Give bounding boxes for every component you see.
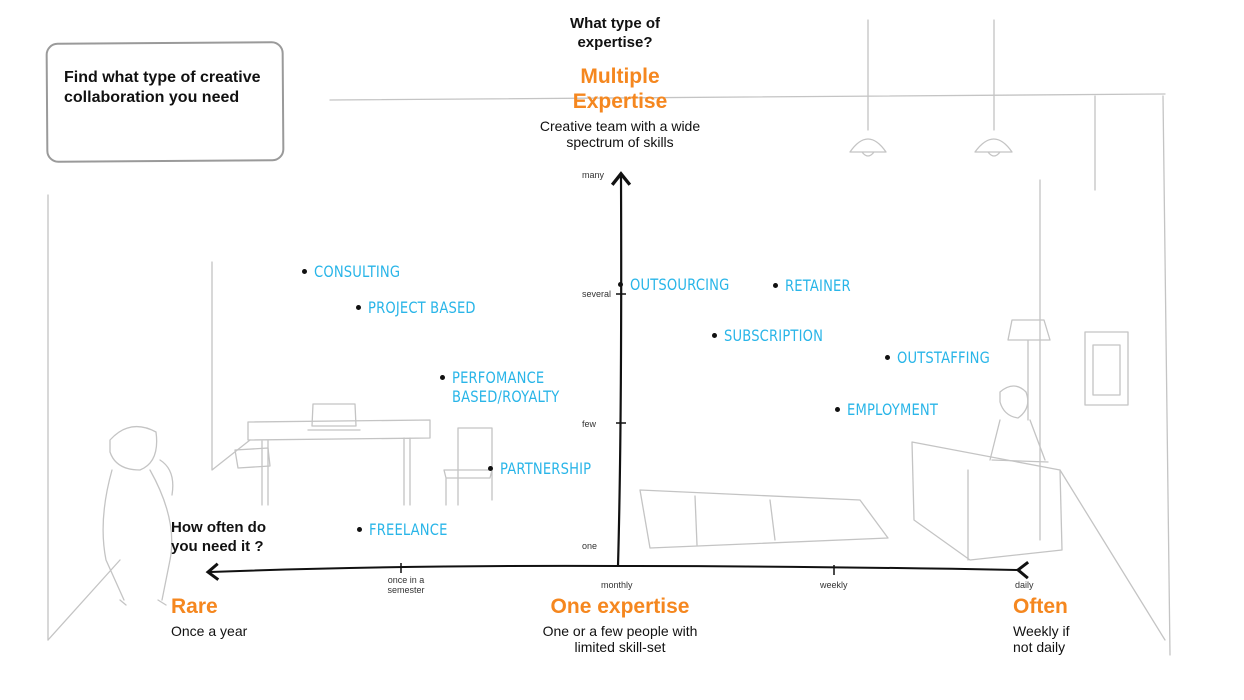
rug bbox=[639, 489, 889, 549]
point-outsourcing: OUTSOURCING bbox=[618, 275, 751, 294]
point-marker bbox=[618, 282, 623, 287]
point-label: PROJECT BASED bbox=[368, 298, 476, 317]
y-tick-label-several: several bbox=[582, 289, 612, 299]
x-tick-label-daily: daily bbox=[1015, 580, 1034, 590]
right-person bbox=[989, 385, 1049, 463]
x-axis-left-desc: Once a year bbox=[171, 623, 248, 639]
point-consulting: CONSULTING bbox=[302, 262, 419, 281]
x-tick-label-monthly: monthly bbox=[601, 580, 633, 590]
point-subscription: SUBSCRIPTION bbox=[712, 326, 845, 345]
left-chair bbox=[443, 427, 493, 506]
left-person bbox=[102, 425, 174, 606]
x-axis-left-title: Rare bbox=[171, 595, 218, 618]
x-axis-right-desc: Weekly if not daily bbox=[1013, 623, 1070, 655]
y-tick-label-one: one bbox=[582, 541, 598, 551]
point-label: CONSULTING bbox=[314, 262, 401, 281]
point-label: PERFOMANCE BASED/ROYALTY bbox=[452, 368, 560, 406]
x-axis-line bbox=[205, 560, 1030, 581]
right-wall-line bbox=[1162, 95, 1171, 656]
point-label: OUTSTAFFING bbox=[897, 348, 990, 367]
point-project-based: PROJECT BASED bbox=[356, 298, 499, 317]
point-marker bbox=[773, 283, 778, 288]
point-marker bbox=[357, 527, 362, 532]
point-performance: PERFOMANCE BASED/ROYALTY bbox=[440, 368, 572, 406]
point-marker bbox=[835, 407, 840, 412]
point-label: EMPLOYMENT bbox=[847, 400, 939, 419]
point-marker bbox=[488, 466, 493, 471]
right-desk bbox=[911, 441, 1063, 561]
point-label: PARTNERSHIP bbox=[500, 459, 592, 478]
ceiling-line bbox=[329, 93, 1166, 101]
left-desk bbox=[247, 419, 431, 506]
lamp-1 bbox=[849, 19, 887, 157]
x-axis-question: How often do you need it ? bbox=[171, 519, 266, 555]
laptop bbox=[307, 403, 361, 431]
point-marker bbox=[885, 355, 890, 360]
y-axis-bottom-desc: One or a few people with limited skill-s… bbox=[542, 623, 698, 655]
point-outstaffing: OUTSTAFFING bbox=[885, 348, 1010, 367]
point-label: FREELANCE bbox=[369, 520, 448, 539]
y-axis-bottom-title: One expertise bbox=[550, 595, 690, 618]
x-tick-label-weekly: weekly bbox=[820, 580, 848, 590]
point-marker bbox=[302, 269, 307, 274]
floor-left bbox=[47, 559, 121, 641]
point-marker bbox=[440, 375, 445, 380]
lamp-2 bbox=[974, 19, 1013, 157]
point-label: SUBSCRIPTION bbox=[724, 326, 824, 345]
point-label: OUTSOURCING bbox=[630, 275, 730, 294]
y-axis-line bbox=[610, 171, 632, 567]
point-marker bbox=[356, 305, 361, 310]
y-tick-label-few: few bbox=[582, 419, 597, 429]
y-axis-top-desc: Creative team with a wide spectrum of sk… bbox=[539, 118, 701, 150]
point-employment: EMPLOYMENT bbox=[835, 400, 958, 419]
point-retainer: RETAINER bbox=[773, 276, 865, 295]
y-tick-label-many: many bbox=[582, 170, 605, 180]
x-axis-right-title: Often bbox=[1013, 595, 1068, 618]
point-marker bbox=[712, 333, 717, 338]
box bbox=[234, 447, 271, 469]
point-label: RETAINER bbox=[785, 276, 851, 295]
point-partnership: PARTNERSHIP bbox=[488, 459, 611, 478]
floor-lamp bbox=[1007, 319, 1051, 421]
y-axis-question: What type of expertise? bbox=[570, 15, 660, 51]
page-title: Find what type of creative collaboration… bbox=[64, 69, 261, 106]
poster bbox=[1084, 331, 1129, 406]
floor-right bbox=[1059, 469, 1166, 641]
x-tick-label-semester: once in a semester bbox=[387, 575, 425, 595]
y-axis-top-title: Multiple Expertise bbox=[572, 65, 668, 113]
point-freelance: FREELANCE bbox=[357, 520, 465, 539]
